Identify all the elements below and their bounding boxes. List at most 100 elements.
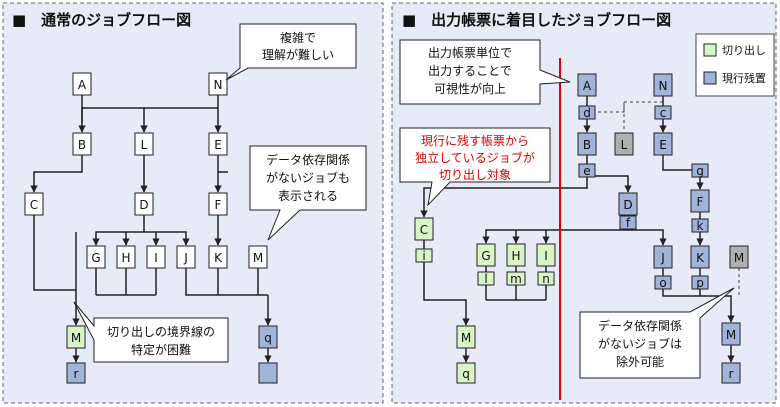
svg-text:現行残置: 現行残置 bbox=[722, 71, 766, 85]
svg-text:独立しているジョブが: 独立しているジョブが bbox=[415, 150, 535, 165]
svg-text:I: I bbox=[154, 251, 158, 265]
right-node-l: l bbox=[477, 271, 495, 286]
right-node-e: e bbox=[578, 163, 596, 178]
callout-complex: 複雑で 理解が難しい bbox=[225, 23, 357, 81]
right-node-A: A bbox=[577, 73, 597, 97]
right-node-r: r bbox=[721, 362, 741, 384]
svg-text:切り出し対象: 切り出し対象 bbox=[439, 168, 511, 182]
svg-text:l: l bbox=[484, 272, 487, 286]
svg-text:I: I bbox=[544, 249, 548, 263]
svg-text:i: i bbox=[422, 249, 425, 263]
svg-text:G: G bbox=[91, 251, 100, 265]
svg-text:M: M bbox=[461, 331, 471, 345]
svg-text:C: C bbox=[420, 223, 428, 237]
left-node-M-green: M bbox=[66, 325, 86, 349]
svg-text:D: D bbox=[139, 198, 148, 212]
left-edges bbox=[30, 95, 272, 363]
svg-text:データ依存関係: データ依存関係 bbox=[598, 318, 682, 333]
left-node-C: C bbox=[24, 192, 44, 216]
callout-independent-jobs: 現行に残す帳票から 独立しているジョブが 切り出し対象 bbox=[399, 127, 551, 207]
right-node-g: g bbox=[691, 163, 709, 178]
right-edges bbox=[420, 96, 735, 363]
svg-text:出力することで: 出力することで bbox=[428, 64, 512, 78]
svg-text:J: J bbox=[183, 251, 188, 265]
svg-text:除外可能: 除外可能 bbox=[616, 354, 664, 369]
right-node-E: E bbox=[653, 132, 673, 156]
left-node-B: B bbox=[72, 132, 92, 156]
right-node-B: B bbox=[577, 132, 597, 156]
svg-text:複雑で: 複雑で bbox=[280, 30, 316, 45]
svg-text:K: K bbox=[696, 251, 705, 265]
svg-text:J: J bbox=[660, 251, 665, 265]
left-node-M-blue: q bbox=[258, 325, 278, 349]
right-node-M-blue: M bbox=[721, 322, 741, 346]
right-node-I: I bbox=[536, 243, 556, 267]
right-node-H: H bbox=[506, 243, 526, 267]
svg-text:N: N bbox=[659, 79, 668, 93]
svg-text:E: E bbox=[659, 138, 667, 152]
left-node-D: D bbox=[134, 192, 154, 216]
svg-text:q: q bbox=[462, 367, 470, 381]
svg-text:D: D bbox=[623, 198, 632, 212]
svg-text:F: F bbox=[215, 198, 222, 212]
svg-text:F: F bbox=[697, 195, 704, 209]
right-panel-title: ■ 出力帳票に着目したジョブフロー図 bbox=[402, 11, 671, 29]
right-node-i: i bbox=[415, 248, 433, 263]
right-node-m: m bbox=[506, 271, 526, 286]
left-node-H: H bbox=[116, 245, 136, 269]
svg-text:r: r bbox=[74, 367, 79, 381]
left-node-F: F bbox=[208, 192, 228, 216]
svg-text:p: p bbox=[696, 276, 704, 290]
left-node-J: J bbox=[176, 245, 196, 269]
svg-text:o: o bbox=[659, 276, 666, 290]
legend-item-extract: 切り出し bbox=[703, 43, 766, 57]
svg-text:出力帳票単位で: 出力帳票単位で bbox=[428, 45, 512, 60]
svg-text:m: m bbox=[510, 272, 522, 286]
callout-no-dependency-shown: データ依存関係 がないジョブも 表示される bbox=[249, 145, 367, 241]
left-node-K: K bbox=[208, 245, 228, 269]
svg-text:n: n bbox=[542, 272, 550, 286]
right-node-M-green: M bbox=[456, 325, 476, 349]
left-node-L: L bbox=[134, 132, 154, 156]
left-node-E: E bbox=[208, 132, 228, 156]
svg-text:K: K bbox=[214, 251, 223, 265]
right-node-f: f bbox=[619, 215, 637, 230]
right-node-J: J bbox=[653, 245, 673, 269]
svg-text:E: E bbox=[214, 138, 222, 152]
callout-boundary-hard: 切り出しの境界線の 特定が困難 bbox=[73, 301, 229, 363]
svg-text:N: N bbox=[214, 78, 223, 92]
svg-text:L: L bbox=[621, 138, 628, 152]
svg-text:L: L bbox=[141, 138, 148, 152]
left-node-I: I bbox=[146, 245, 166, 269]
svg-text:A: A bbox=[583, 79, 592, 93]
svg-text:k: k bbox=[697, 219, 704, 233]
legend-item-keep: 現行残置 bbox=[703, 71, 766, 85]
left-panel-title: ■ 通常のジョブフロー図 bbox=[12, 11, 191, 29]
right-node-p: p bbox=[691, 275, 709, 290]
svg-text:H: H bbox=[121, 251, 130, 265]
left-node-A: A bbox=[72, 72, 92, 96]
left-node-G: G bbox=[86, 245, 106, 269]
left-node-r bbox=[258, 362, 278, 384]
svg-text:切り出し: 切り出し bbox=[722, 43, 766, 57]
right-node-F: F bbox=[690, 189, 710, 213]
right-node-C: C bbox=[414, 217, 434, 241]
svg-text:G: G bbox=[481, 249, 490, 263]
svg-text:切り出しの境界線の: 切り出しの境界線の bbox=[107, 324, 215, 339]
svg-text:特定が困難: 特定が困難 bbox=[131, 342, 191, 357]
legend: 切り出し 現行残置 bbox=[695, 33, 775, 97]
left-node-q: r bbox=[66, 362, 86, 384]
right-node-q: q bbox=[456, 362, 476, 384]
right-node-k: k bbox=[691, 218, 709, 233]
svg-text:H: H bbox=[511, 249, 520, 263]
right-node-L: L bbox=[614, 132, 634, 156]
svg-text:データ依存関係: データ依存関係 bbox=[266, 152, 350, 167]
svg-text:M: M bbox=[726, 328, 736, 342]
svg-text:e: e bbox=[583, 164, 590, 178]
svg-text:がないジョブも: がないジョブも bbox=[266, 170, 350, 185]
right-node-M-grey: M bbox=[729, 245, 749, 269]
svg-text:理解が難しい: 理解が難しい bbox=[262, 47, 334, 62]
svg-text:c: c bbox=[660, 106, 667, 120]
right-node-K: K bbox=[690, 245, 710, 269]
svg-text:可視性が向上: 可視性が向上 bbox=[434, 81, 506, 96]
